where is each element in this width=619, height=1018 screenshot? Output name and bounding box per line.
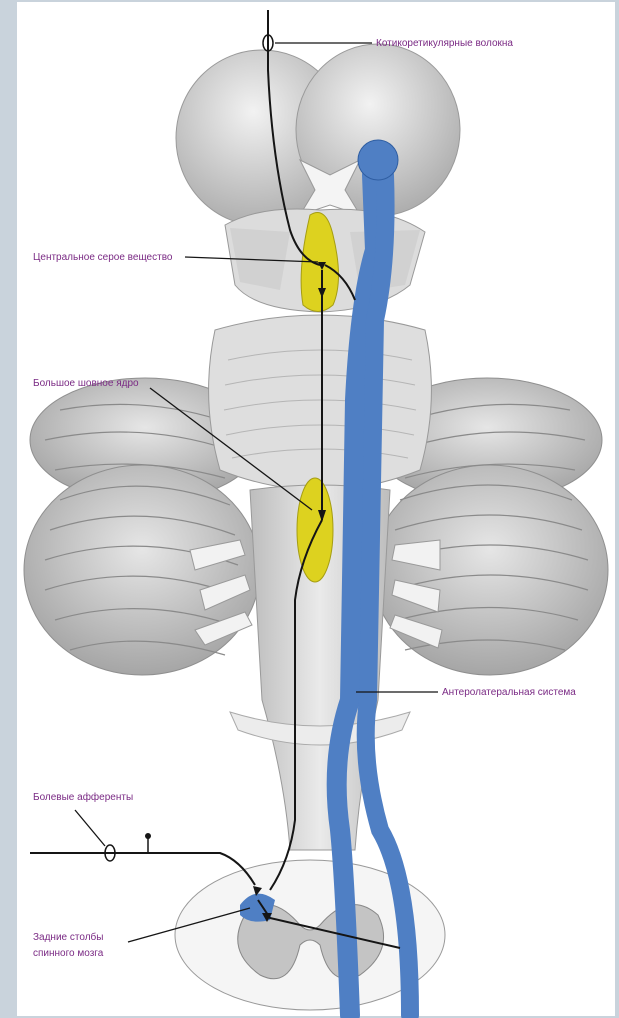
label-pain-afferents: Болевые афференты (33, 791, 133, 803)
label-raphe-nucleus: Большое шовное ядро (33, 378, 139, 389)
label-central-gray: Центральное серое вещество (33, 252, 173, 263)
label-dorsal-horns-line2: спинного мозга (33, 948, 104, 959)
afferent-receptor-icon (145, 833, 151, 853)
cerebellum-left-lower (24, 465, 260, 675)
cerebellum-right-lower (372, 465, 608, 675)
label-dorsal-horns-line1: Задние столбы (33, 931, 103, 943)
thalamic-terminal (358, 140, 398, 180)
label-anterolateral: Антеролатеральная система (442, 687, 576, 698)
pons (209, 315, 432, 490)
label-corticoreticular: Котикоретикулярные волокна (376, 38, 513, 49)
hemispheres (176, 44, 460, 226)
leader-pain-afferents (75, 810, 105, 846)
